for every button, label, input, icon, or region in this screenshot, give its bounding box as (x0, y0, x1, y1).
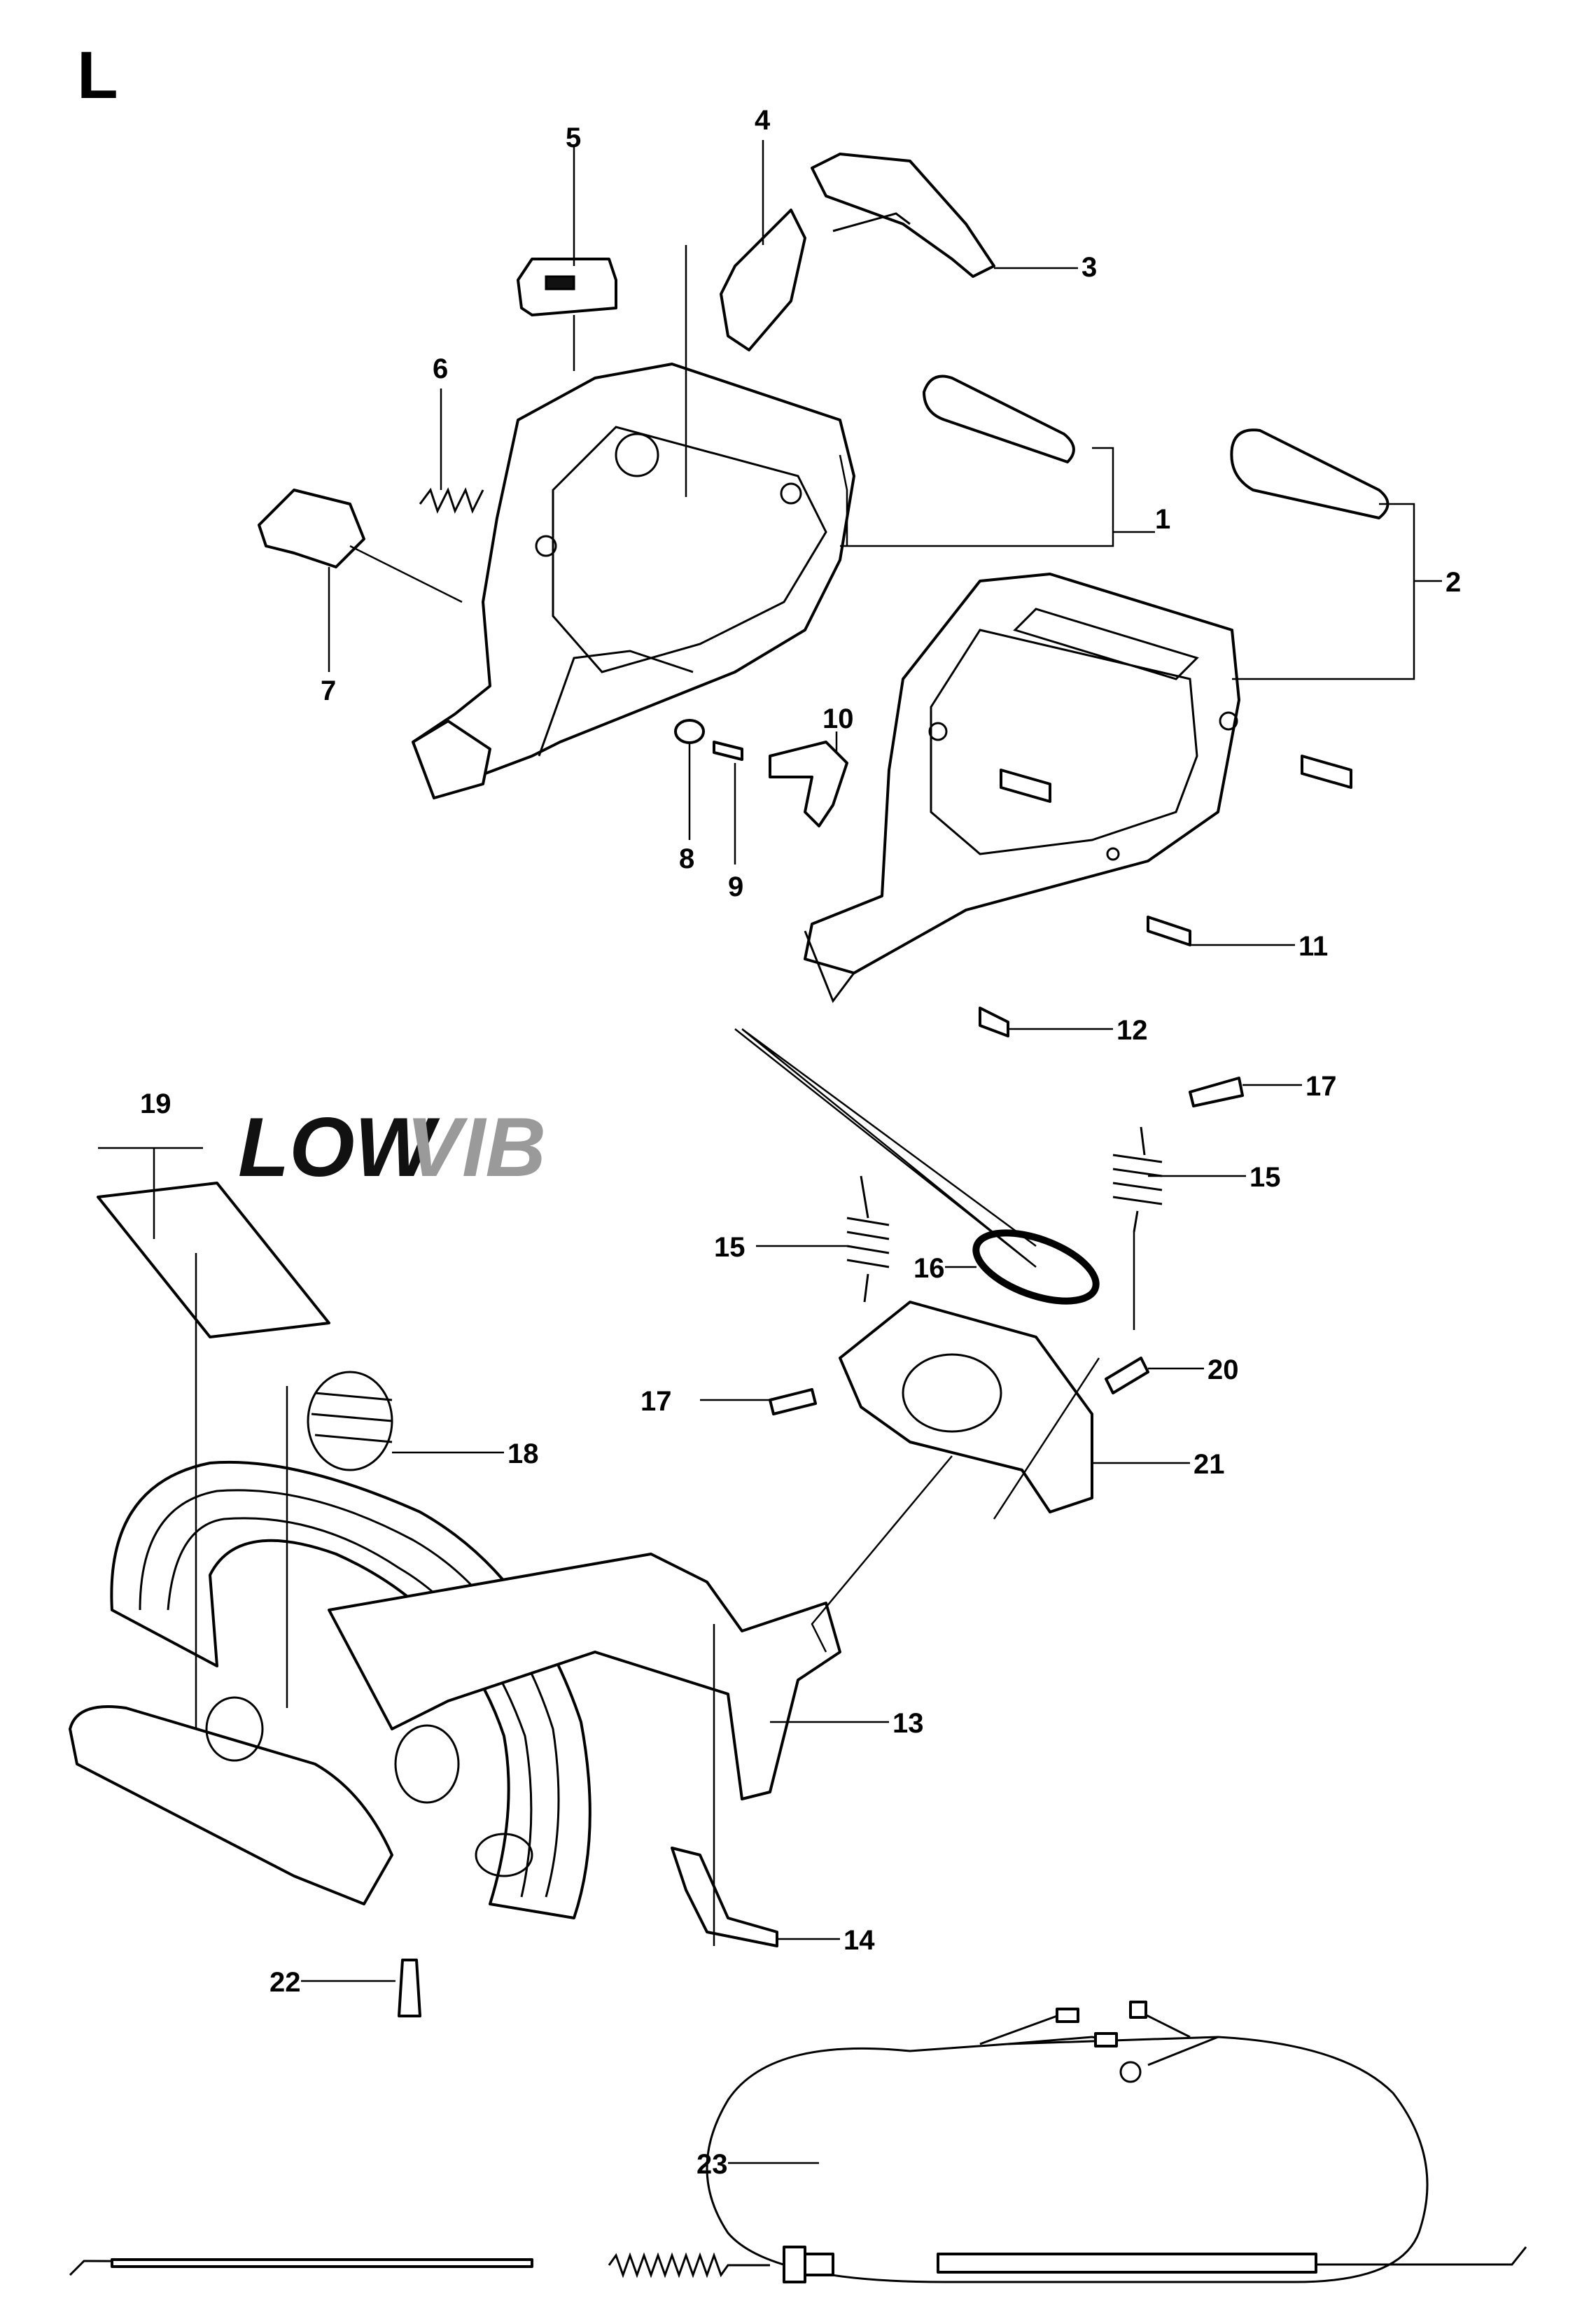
front-handle-part-13 (69, 1460, 841, 1919)
callout-16: 16 (913, 1253, 945, 1284)
throttle-lock-part-3 (811, 153, 995, 278)
screw-handle-right-a (1000, 769, 1051, 803)
callout-15-right: 15 (1250, 1162, 1281, 1193)
callout-5: 5 (566, 122, 581, 153)
logo-text-low: LOW (238, 1100, 440, 1194)
handle-insert-part-2 (1230, 428, 1390, 519)
callout-4: 4 (755, 105, 771, 136)
washer-part-8 (674, 719, 705, 744)
damper-mount-part-21 (839, 1301, 1093, 1513)
choke-lever-part-7 (258, 489, 365, 568)
callout-23: 23 (696, 2149, 728, 2180)
screw-part-22 (398, 1959, 421, 2017)
callout-2: 2 (1446, 567, 1461, 598)
callout-22: 22 (270, 1967, 301, 1998)
throttle-cable (69, 2246, 1527, 2283)
callout-10: 10 (822, 704, 854, 734)
callout-11: 11 (1298, 931, 1328, 962)
stop-switch-part-5 (517, 258, 617, 316)
callout-7: 7 (321, 676, 336, 706)
callout-14: 14 (844, 1925, 875, 1956)
decal-part-19 (97, 1182, 330, 1338)
screw-part-9 (713, 741, 743, 761)
callout-12: 12 (1116, 1015, 1148, 1046)
callout-17-top: 17 (1306, 1071, 1337, 1102)
lowvib-logo: LOW VIB (238, 1100, 546, 1194)
callout-1: 1 (1155, 504, 1170, 535)
callout-9: 9 (728, 872, 743, 902)
callout-15-left: 15 (714, 1232, 746, 1263)
leader-lines (98, 140, 1442, 2164)
callout-21: 21 (1194, 1449, 1225, 1480)
callout-19: 19 (140, 1088, 172, 1119)
section-letter: L (77, 38, 118, 113)
screw-part-17-left (769, 1388, 817, 1415)
logo-text-vib: VIB (406, 1100, 546, 1194)
rear-handle-right-half (804, 573, 1240, 1004)
callout-17-left: 17 (640, 1386, 672, 1417)
screw-part-11 (1147, 916, 1191, 946)
screw-part-12 (979, 1007, 1009, 1037)
callout-18: 18 (507, 1438, 539, 1469)
spring-part-15-left (846, 1175, 890, 1303)
callout-8: 8 (679, 844, 694, 874)
screw-part-20 (1105, 1357, 1149, 1394)
spring-part-18 (307, 1371, 393, 1471)
screw-handle-right-b (1301, 755, 1352, 789)
screw-part-17-top (1189, 1077, 1244, 1107)
callout-13: 13 (892, 1708, 924, 1739)
rear-handle-left-half (412, 363, 855, 799)
callout-labels: 1 2 3 4 5 6 7 8 9 10 11 12 13 14 15 15 1… (140, 105, 1461, 2180)
o-ring-part-16 (972, 1229, 1100, 1305)
wiring-harness-part-23 (706, 2001, 1429, 2283)
callout-20: 20 (1208, 1354, 1239, 1385)
throttle-trigger-part-4 (720, 209, 806, 351)
callout-6: 6 (433, 354, 448, 384)
bracket-part-10 (769, 741, 848, 827)
callout-3: 3 (1082, 252, 1097, 283)
clip-part-14 (671, 1847, 778, 1947)
spring-part-15-right (1112, 1126, 1163, 1233)
spring-part-6 (419, 487, 484, 514)
handle-insert-part-1 (923, 374, 1075, 463)
